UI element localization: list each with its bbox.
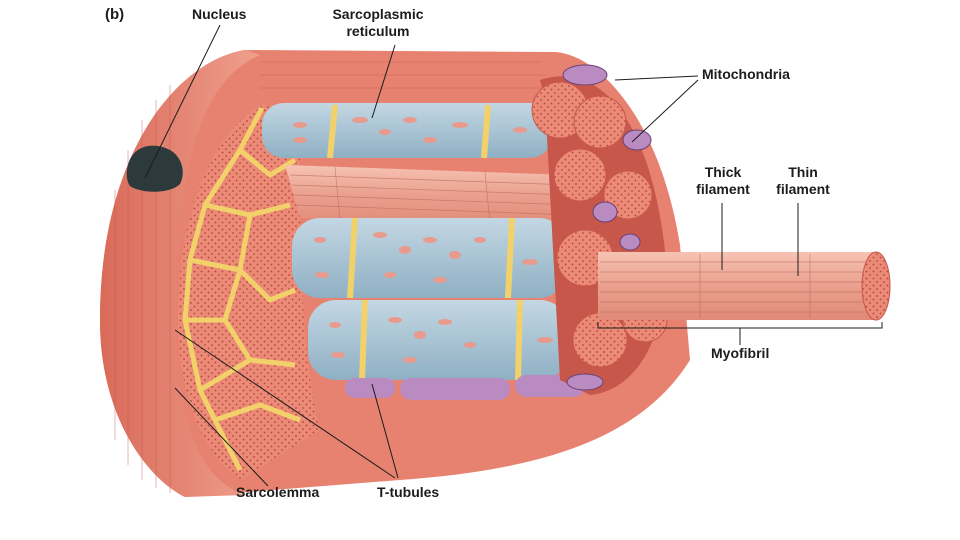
label-thick-line1: Thick: [704, 164, 742, 180]
label-t-tubules: T-tubules: [377, 484, 440, 500]
label-thin-line1: Thin: [788, 164, 818, 180]
label-thick-line2: filament: [696, 181, 750, 197]
label-sarcoplasmic-line1: Sarcoplasmic: [332, 6, 424, 22]
label-nucleus: Nucleus: [192, 6, 247, 22]
label-sarcolemma: Sarcolemma: [236, 484, 320, 500]
myofibril-rows: [262, 103, 585, 400]
label-sarcoplasmic-line2: reticulum: [346, 23, 410, 39]
label-myofibril: Myofibril: [711, 345, 770, 361]
label-sarcoplasmic-reticulum: Sarcoplasmic reticulum: [318, 6, 438, 40]
label-mitochondria: Mitochondria: [702, 66, 790, 82]
panel-letter: (b): [105, 6, 125, 23]
protruding-myofibril: [598, 251, 891, 321]
cross-section-face: [178, 105, 320, 480]
nucleus-shape: [126, 145, 183, 192]
label-thick-filament: Thick filament: [688, 164, 758, 198]
leader-lines: [144, 24, 799, 487]
label-thin-line2: filament: [776, 181, 830, 197]
myofibril-bracket: [597, 322, 883, 345]
label-thin-filament: Thin filament: [768, 164, 838, 198]
